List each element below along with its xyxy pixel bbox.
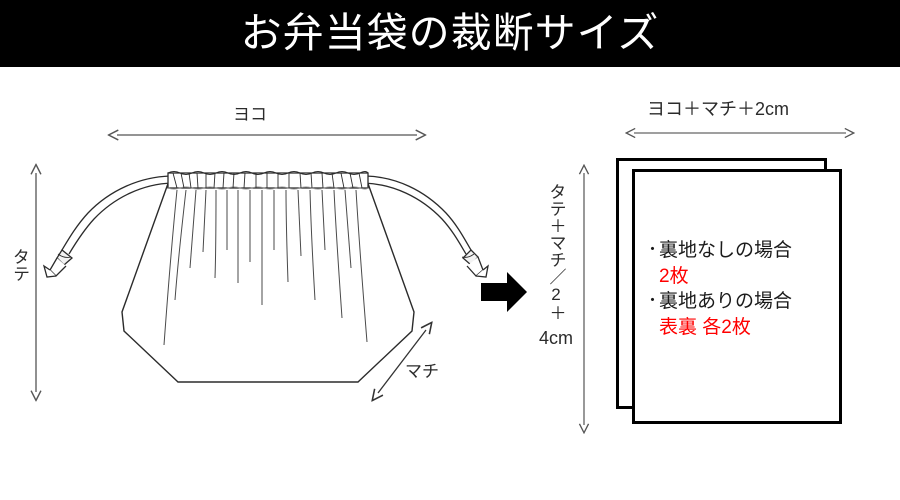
note-accent: 2枚: [659, 265, 689, 287]
bag-gusset-label: マチ: [405, 362, 439, 381]
note-row: ・裏地ありの場合: [645, 289, 845, 315]
note-accent-row: 2枚: [645, 264, 845, 290]
cut-piece-height-label-chars: タテ＋マチ／2＋: [546, 183, 566, 321]
note-text: 裏地なしの場合: [659, 240, 793, 261]
note-accent-row: 表裏 各2枚: [645, 315, 845, 341]
drawstring-cord-right: [363, 175, 489, 278]
bullet-icon: ・: [645, 292, 661, 310]
page-title: お弁当袋の裁断サイズ: [240, 10, 660, 56]
note-row: ・裏地なしの場合: [645, 238, 845, 264]
cut-piece-height-label: タテ＋マチ／2＋ 4cm: [538, 183, 574, 349]
cut-piece-front: [632, 169, 842, 424]
bag-width-label: ヨコ: [233, 105, 267, 124]
cut-piece-notes: ・裏地なしの場合 2枚 ・裏地ありの場合 表裏 各2枚: [645, 238, 845, 341]
note-accent: 表裏 各2枚: [659, 316, 751, 338]
note-text: 裏地ありの場合: [659, 291, 793, 313]
gusset-dimension-arrow: [378, 330, 426, 393]
drawstring-bag-illustration: [42, 170, 489, 383]
cut-piece-width-label: ヨコ＋マチ＋2cm: [647, 99, 790, 119]
right-arrow-icon: [481, 272, 527, 312]
cut-piece-height-label-unit: 4cm: [538, 328, 573, 348]
header-bar: お弁当袋の裁断サイズ: [0, 0, 900, 67]
bullet-icon: ・: [645, 241, 661, 258]
drawstring-cord-left: [42, 175, 173, 278]
bag-height-label: タテ: [10, 248, 30, 282]
